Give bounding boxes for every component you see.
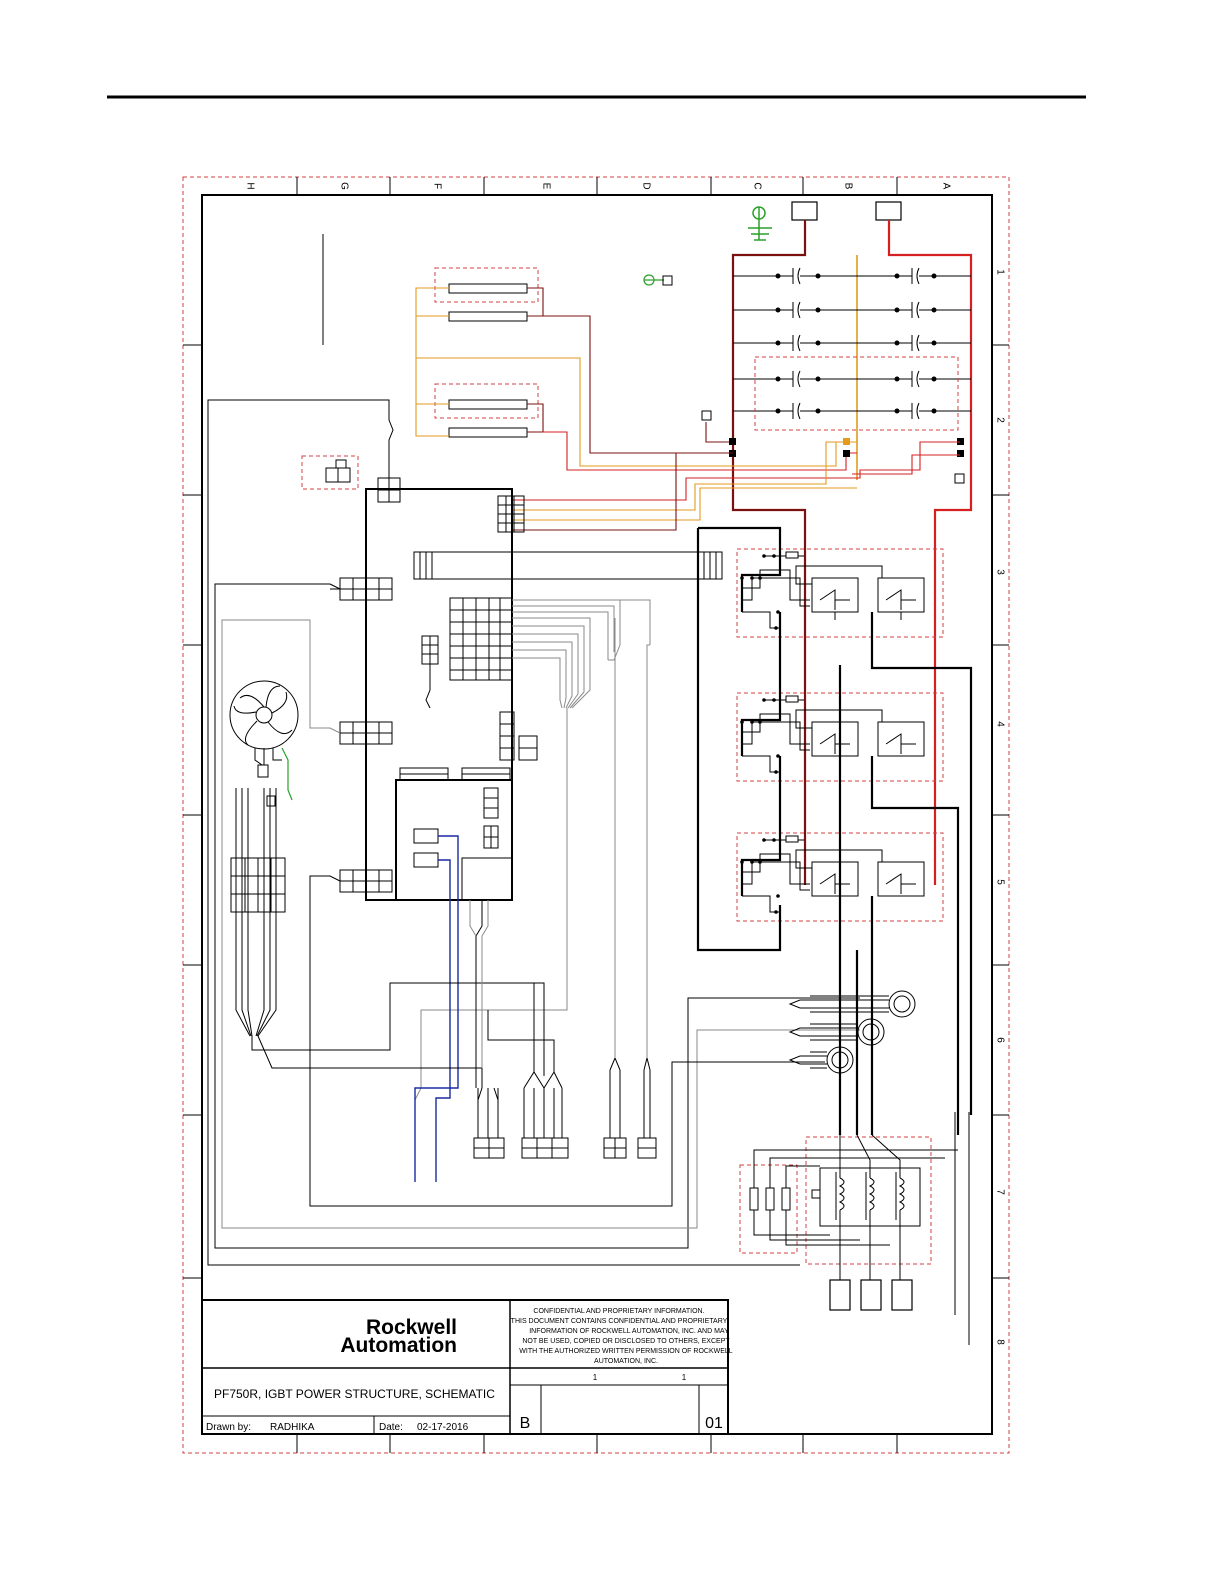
board-connector-j1 bbox=[377, 419, 401, 503]
date-value: 02-17-2016 bbox=[417, 1422, 469, 1433]
zone-letter-labels: H G F E D C B A bbox=[244, 182, 951, 190]
test-point-1 bbox=[701, 410, 712, 421]
current-transformer-u bbox=[788, 990, 916, 1018]
drawn-by-label: Drawn by: bbox=[206, 1422, 251, 1433]
fan-ground-wire bbox=[281, 747, 293, 801]
reactor-coils bbox=[811, 1134, 921, 1280]
sheet-number-left: 1 bbox=[593, 1373, 598, 1382]
board-connector-j2 bbox=[497, 495, 525, 533]
resistor-r4 bbox=[448, 427, 528, 438]
output-terminal-w bbox=[891, 1279, 913, 1311]
zone-number-7: 7 bbox=[994, 1189, 1005, 1195]
zone-number-6: 6 bbox=[994, 1037, 1005, 1043]
sheet-number-right: 1 bbox=[682, 1373, 687, 1382]
confidential-line-4: NOT BE USED, COPIED OR DISCLOSED TO OTHE… bbox=[522, 1338, 730, 1345]
dc-plus-wire bbox=[887, 220, 973, 885]
confidential-line-2: THIS DOCUMENT CONTAINS CONFIDENTIAL AND … bbox=[511, 1318, 728, 1325]
zone-number-3: 3 bbox=[994, 569, 1005, 575]
confidential-line-3: INFORMATION OF ROCKWELL AUTOMATION, INC.… bbox=[529, 1328, 729, 1335]
igbt-module-u bbox=[736, 548, 944, 638]
zone-number-8: 8 bbox=[994, 1339, 1005, 1345]
zone-letter-g: G bbox=[338, 182, 349, 190]
board-connector-small bbox=[421, 635, 439, 709]
zone-letter-e: E bbox=[540, 183, 551, 190]
left-harness-wires bbox=[207, 399, 860, 1266]
ribbon-connector bbox=[413, 551, 723, 580]
zone-letter-d: D bbox=[640, 182, 651, 189]
resistor-r3 bbox=[448, 399, 528, 410]
zone-number-1: 1 bbox=[994, 269, 1005, 275]
fan-leads bbox=[254, 748, 282, 766]
board-connector-side bbox=[499, 711, 538, 761]
zone-letter-f: F bbox=[431, 183, 442, 189]
confidential-notice: CONFIDENTIAL AND PROPRIETARY INFORMATION… bbox=[511, 1308, 733, 1365]
date-label: Date: bbox=[379, 1422, 403, 1433]
current-sensor-wires bbox=[414, 835, 459, 1182]
ground-stud-icon bbox=[643, 274, 673, 286]
bus-junctions bbox=[729, 438, 964, 457]
optional-resistor-group-1 bbox=[434, 267, 539, 303]
gate-driver-board-parts bbox=[399, 767, 513, 901]
zone-letter-c: C bbox=[751, 182, 762, 189]
zone-number-2: 2 bbox=[994, 417, 1005, 423]
capacitor-row-4 bbox=[733, 370, 971, 388]
output-bus-wiring bbox=[696, 526, 973, 1135]
zone-number-labels: 1 2 3 4 5 6 7 8 bbox=[994, 269, 1005, 1345]
output-terminal-u bbox=[829, 1279, 851, 1311]
capacitor-row-1 bbox=[733, 267, 971, 285]
confidential-line-1: CONFIDENTIAL AND PROPRIETARY INFORMATION… bbox=[533, 1308, 704, 1315]
gate-driver-board bbox=[395, 779, 513, 901]
sheet-size: B bbox=[520, 1415, 531, 1432]
board-connector-grid bbox=[449, 597, 513, 681]
board-left-connectors bbox=[330, 577, 393, 893]
company-logo-line2: Automation bbox=[340, 1334, 457, 1357]
title-block bbox=[201, 1299, 729, 1435]
capacitor-bank bbox=[733, 267, 971, 420]
company-logo-line1: Rockwell bbox=[366, 1316, 457, 1339]
output-terminal-v bbox=[860, 1279, 882, 1311]
current-transformer-w bbox=[788, 1046, 854, 1074]
zone-letter-b: B bbox=[842, 183, 853, 190]
bus-to-board-wiring bbox=[512, 441, 960, 531]
dc-plus-terminal bbox=[875, 201, 902, 221]
capacitor-row-3 bbox=[733, 334, 971, 352]
snubber-resistors bbox=[749, 1149, 958, 1246]
snubber-resistor-group bbox=[739, 1164, 798, 1254]
test-point-2 bbox=[954, 473, 965, 484]
zone-number-5: 5 bbox=[994, 879, 1005, 885]
zone-ticks bbox=[183, 177, 1009, 1453]
current-transformer-v bbox=[788, 1018, 885, 1046]
lower-connectors bbox=[473, 1056, 657, 1159]
zone-letter-h: H bbox=[244, 182, 255, 189]
relay-block bbox=[325, 459, 351, 483]
optional-relay-group bbox=[301, 455, 359, 490]
signal-harness bbox=[414, 599, 651, 1101]
lower-signal-wires bbox=[469, 618, 650, 1088]
confidential-line-6: AUTOMATION, INC. bbox=[594, 1358, 658, 1365]
zone-number-4: 4 bbox=[994, 721, 1005, 727]
fan-connector bbox=[230, 764, 286, 913]
zone-letter-a: A bbox=[940, 183, 951, 190]
optional-capacitor-group bbox=[754, 356, 959, 431]
ribbon-connector-ends bbox=[419, 552, 717, 579]
capacitor-row-2 bbox=[733, 301, 971, 319]
capacitor-row-5 bbox=[733, 402, 971, 420]
dc-minus-wire bbox=[731, 220, 807, 885]
igbt-module-w bbox=[736, 832, 944, 922]
dc-minus-terminal bbox=[791, 201, 818, 221]
outer-dashed-border bbox=[182, 176, 1010, 1454]
resistor-r2 bbox=[448, 311, 528, 322]
drawing-title: PF750R, IGBT POWER STRUCTURE, SCHEMATIC bbox=[214, 1387, 495, 1401]
resistor-r1 bbox=[448, 283, 528, 294]
drawn-by-value: RADHIKA bbox=[270, 1422, 315, 1433]
control-board-outline bbox=[365, 488, 513, 901]
ground-icon bbox=[748, 206, 772, 241]
fan-harness bbox=[235, 788, 545, 1088]
revision: 01 bbox=[705, 1415, 723, 1432]
optional-resistor-group-2 bbox=[434, 383, 539, 419]
cooling-fan-icon bbox=[229, 680, 299, 750]
confidential-line-5: WITH THE AUTHORIZED WRITTEN PERMISSION O… bbox=[519, 1348, 732, 1355]
